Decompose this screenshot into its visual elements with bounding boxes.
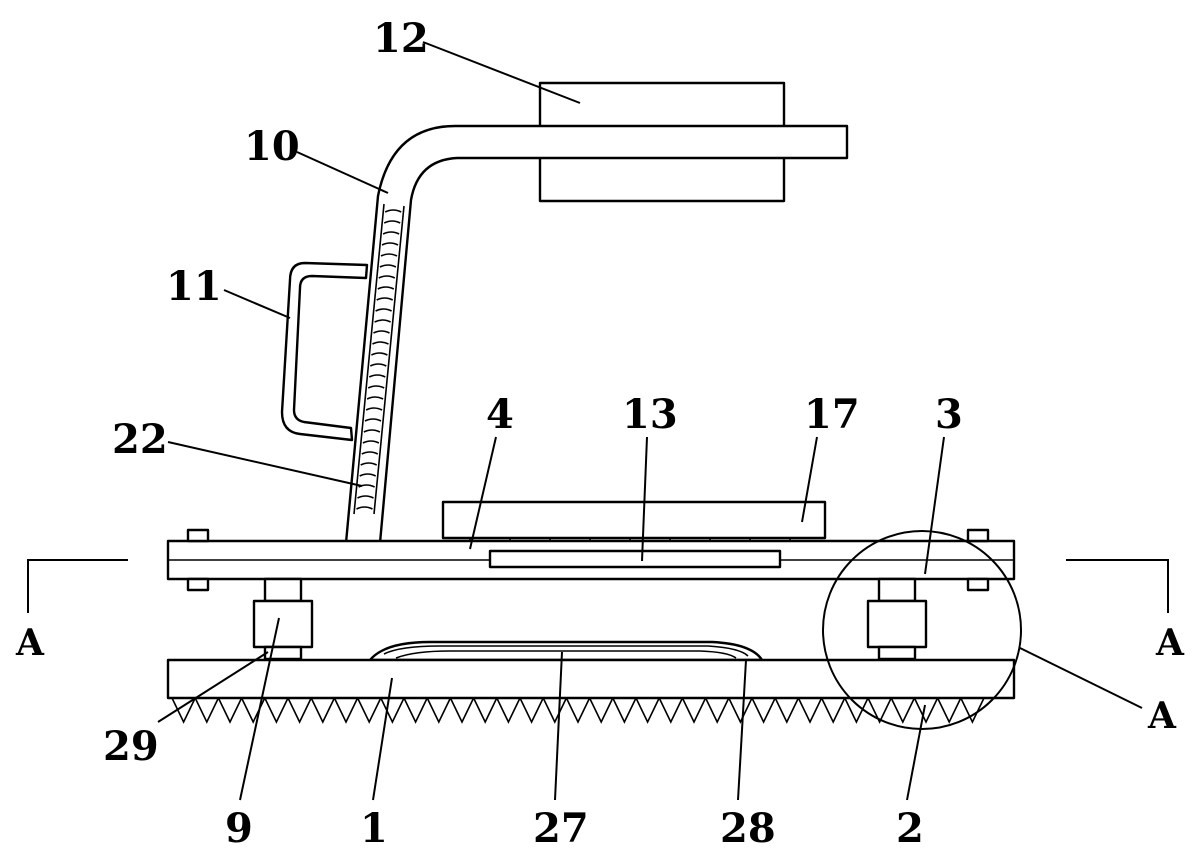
label-1: 1 [360,805,388,852]
label-13: 13 [622,391,678,438]
thread-mark [375,308,392,312]
tooth [728,697,753,724]
thread-mark [369,363,387,367]
tooth [704,697,730,724]
tooth [612,697,637,724]
section-label-left: A [15,622,45,664]
thread-mark [371,352,388,356]
base-plate [166,658,1016,700]
right-damper [866,577,928,661]
label-3: 3 [935,391,963,438]
thread-mark [381,242,399,246]
tooth [774,697,800,724]
tooth [913,697,939,724]
detail-label: A [1147,695,1177,737]
thread-mark [362,440,380,444]
tooth [751,697,776,724]
tooth [426,697,452,724]
tooth [310,697,336,724]
thread-mark [383,220,401,224]
elastic-pad [368,640,764,662]
tooth [844,697,869,724]
detail-circle [822,530,1022,730]
thread-mark [380,253,398,257]
thread-mark [374,319,391,323]
label-11: 11 [166,263,222,310]
left-bolt [186,528,210,592]
label-28: 28 [720,805,776,852]
section-label-right: A [1155,622,1185,664]
tooth [658,697,684,724]
thread-mark [384,209,402,213]
tooth [820,697,846,724]
center-slot [488,549,782,569]
thread-mark [360,462,378,466]
thread-mark [372,341,389,345]
tooth [542,697,568,724]
label-9: 9 [225,805,253,852]
tooth [217,697,243,724]
label-22: 22 [112,416,168,463]
thread-mark [357,495,374,499]
side-grip [280,261,369,442]
thread-mark [359,473,377,477]
thread-mark [378,275,396,279]
section-line [27,559,1169,613]
label-17: 17 [804,391,860,438]
thread-mark [368,374,386,378]
thread-mark [365,407,383,411]
tooth [960,697,985,724]
saw-teeth [171,697,985,724]
tooth [867,697,892,724]
tooth [356,697,382,724]
tooth [496,697,521,724]
tooth [936,697,962,724]
tooth [588,697,614,724]
leader-lines [157,41,1143,801]
tooth [380,697,405,724]
tooth [472,697,498,724]
tooth [635,697,660,724]
tooth [890,697,916,724]
tooth [194,697,220,724]
tooth [287,697,312,724]
thread-mark [379,264,397,268]
thread-mark [377,286,395,290]
tooth [519,697,544,724]
label-2: 2 [896,805,924,852]
label-29: 29 [103,723,159,770]
thread-mark [367,385,385,389]
left-damper [252,577,314,661]
thread-mark [356,506,373,510]
thread-mark [363,429,381,433]
tooth [681,697,707,724]
tooth [449,697,475,724]
tooth [333,697,359,724]
label-12: 12 [373,15,429,62]
tooth [797,697,823,724]
thread-mark [382,231,400,235]
threaded-rod [353,203,405,515]
thread-mark [361,451,379,455]
bent-handle-tube [344,124,849,545]
label-10: 10 [244,123,300,170]
tooth [565,697,591,724]
tooth [264,697,289,724]
thread-mark [366,396,384,400]
thread-mark [376,297,394,301]
tooth [171,697,196,724]
thread-mark [364,418,382,422]
label-27: 27 [533,805,589,852]
tooth [403,697,428,724]
label-4: 4 [486,391,514,438]
thread-mark [373,330,390,334]
upper-plate [441,500,827,540]
right-bolt [966,528,990,592]
